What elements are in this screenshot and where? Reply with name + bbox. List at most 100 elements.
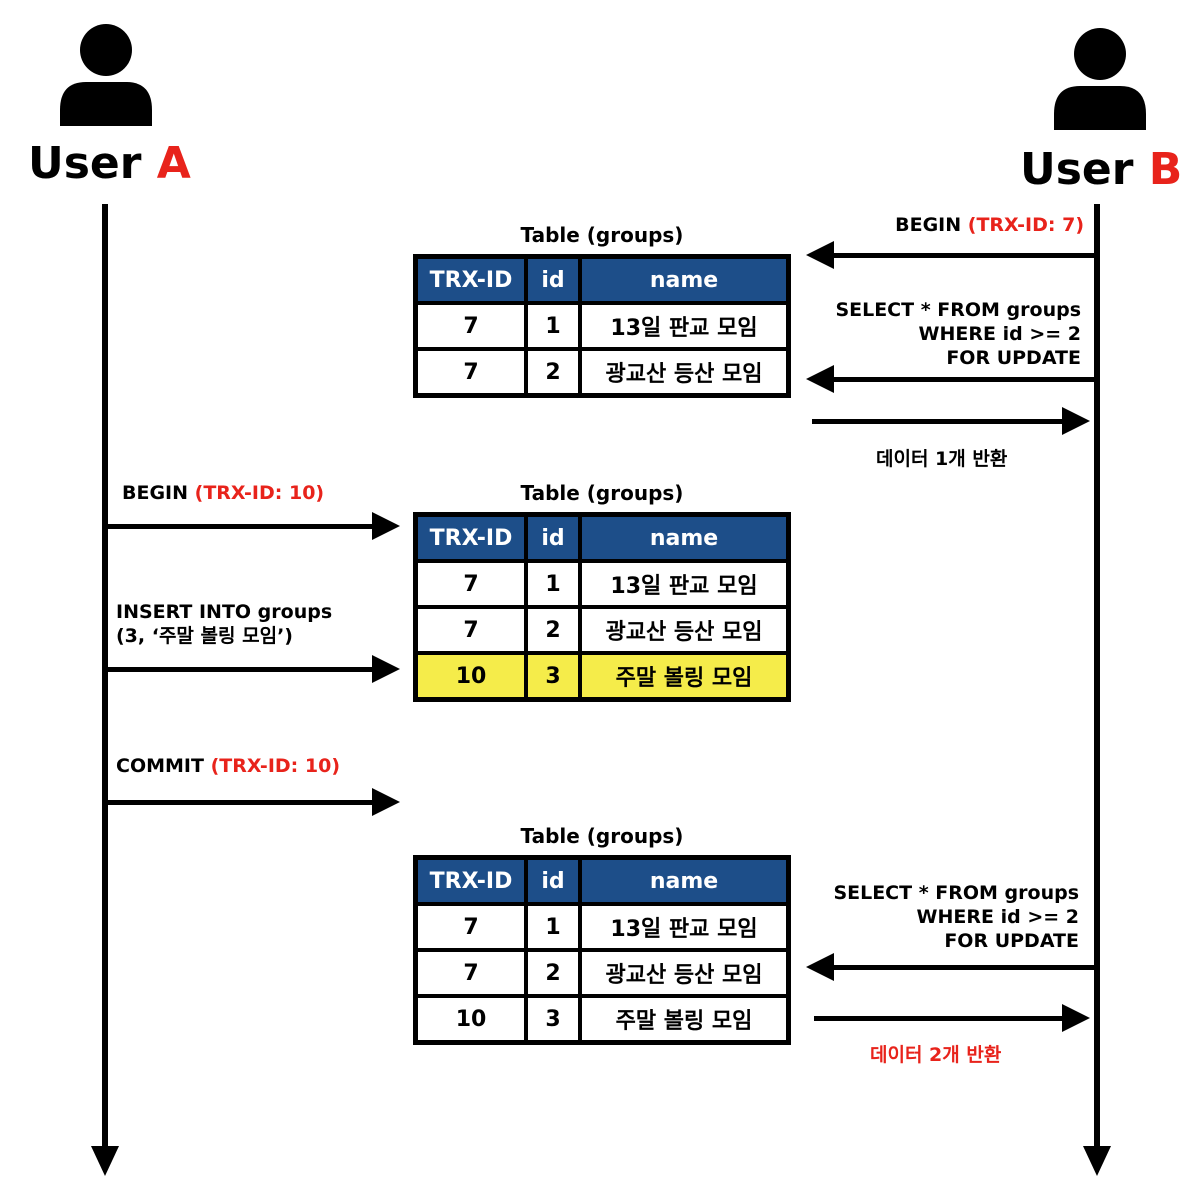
cell-id: 3 [526,996,580,1042]
cell-name: 광교산 등산 모임 [580,349,788,395]
cell-trx: 10 [416,653,526,699]
b-begin-text: BEGIN [895,214,968,236]
header-trx-id: TRX-ID [416,858,526,904]
b-begin-arrow [830,253,1096,258]
header-id: id [526,257,580,303]
b-select-1-line-3: FOR UPDATE [946,347,1081,369]
table-1-caption: Table (groups) [520,223,684,247]
a-insert-arrow [108,667,374,672]
cell-id: 2 [526,349,580,395]
table-3: TRX-ID id name 7 1 13일 판교 모임 7 2 광교산 등산 … [413,855,791,1045]
user-a-lifeline [102,204,108,1150]
b-result-2-arrow [814,1016,1064,1021]
cell-id: 2 [526,607,580,653]
table-row: 7 1 13일 판교 모임 [416,561,788,607]
a-insert-arrowhead [372,655,400,683]
table-row: 7 1 13일 판교 모임 [416,904,788,950]
b-begin-message: BEGIN (TRX-ID: 7) [830,213,1084,237]
b-select-2-line-1: SELECT * FROM groups [833,882,1079,904]
a-insert-message: INSERT INTO groups (3, ‘주말 볼링 모임’) [116,600,332,648]
b-select-2-line-2: WHERE id >= 2 [916,906,1079,928]
a-begin-trx: (TRX-ID: 10) [194,482,325,504]
cell-trx: 7 [416,349,526,395]
cell-id: 1 [526,303,580,349]
cell-trx: 7 [416,950,526,996]
person-icon [1054,28,1146,130]
cell-name: 주말 볼링 모임 [580,653,788,699]
b-select-1-message: SELECT * FROM groups WHERE id >= 2 FOR U… [800,298,1081,370]
table-header-row: TRX-ID id name [416,257,788,303]
b-select-2-arrow [830,965,1096,970]
a-commit-arrow [108,800,374,805]
a-commit-text: COMMIT [116,755,211,777]
header-id: id [526,515,580,561]
b-select-2-message: SELECT * FROM groups WHERE id >= 2 FOR U… [798,881,1079,953]
header-id: id [526,858,580,904]
a-begin-text: BEGIN [122,482,195,504]
table-row: 7 2 광교산 등산 모임 [416,349,788,395]
a-begin-arrowhead [372,512,400,540]
user-a-lifeline-arrowhead [91,1146,119,1176]
a-commit-message: COMMIT (TRX-ID: 10) [116,754,340,778]
b-begin-trx: (TRX-ID: 7) [967,214,1084,236]
header-name: name [580,858,788,904]
user-b-lifeline [1094,204,1100,1150]
cell-trx: 7 [416,303,526,349]
cell-id: 2 [526,950,580,996]
user-b-name: User [1020,144,1134,195]
cell-name: 주말 볼링 모임 [580,996,788,1042]
a-begin-message: BEGIN (TRX-ID: 10) [122,481,324,505]
b-result-1-arrow [812,419,1064,424]
cell-trx: 7 [416,904,526,950]
cell-name: 13일 판교 모임 [580,904,788,950]
table-row: 7 2 광교산 등산 모임 [416,950,788,996]
header-name: name [580,257,788,303]
user-b-lifeline-arrowhead [1083,1146,1111,1176]
cell-name: 광교산 등산 모임 [580,950,788,996]
user-a-label: User A [28,140,191,188]
b-select-2-arrowhead [806,953,834,981]
cell-id: 1 [526,904,580,950]
user-b-label: User B [1020,146,1182,194]
cell-name: 광교산 등산 모임 [580,607,788,653]
table-row: 10 3 주말 볼링 모임 [416,996,788,1042]
table-2-caption: Table (groups) [520,481,684,505]
header-trx-id: TRX-ID [416,515,526,561]
user-a-letter: A [156,138,191,189]
cell-name: 13일 판교 모임 [580,303,788,349]
person-icon [60,24,152,126]
a-insert-line-2: (3, ‘주말 볼링 모임’) [116,625,293,647]
b-select-1-line-1: SELECT * FROM groups [835,299,1081,321]
a-begin-arrow [108,524,374,529]
b-result-1-arrowhead [1062,407,1090,435]
cell-name: 13일 판교 모임 [580,561,788,607]
a-commit-arrowhead [372,788,400,816]
table-row: 7 1 13일 판교 모임 [416,303,788,349]
table-header-row: TRX-ID id name [416,515,788,561]
cell-trx: 7 [416,561,526,607]
b-result-2-arrowhead [1062,1004,1090,1032]
table-3-caption: Table (groups) [520,824,684,848]
b-select-2-line-3: FOR UPDATE [944,930,1079,952]
cell-trx: 10 [416,996,526,1042]
table-row: 7 2 광교산 등산 모임 [416,607,788,653]
cell-id: 1 [526,561,580,607]
table-row-highlighted: 10 3 주말 볼링 모임 [416,653,788,699]
table-header-row: TRX-ID id name [416,858,788,904]
b-begin-arrowhead [806,241,834,269]
a-insert-line-1: INSERT INTO groups [116,601,333,623]
user-b-letter: B [1148,144,1183,195]
b-result-2-message: 데이터 2개 반환 [870,1044,1002,1066]
cell-trx: 7 [416,607,526,653]
header-trx-id: TRX-ID [416,257,526,303]
b-select-1-line-2: WHERE id >= 2 [918,323,1081,345]
table-2: TRX-ID id name 7 1 13일 판교 모임 7 2 광교산 등산 … [413,512,791,702]
b-select-1-arrowhead [806,365,834,393]
a-commit-trx: (TRX-ID: 10) [210,755,340,777]
b-select-1-arrow [830,377,1096,382]
cell-id: 3 [526,653,580,699]
table-1: TRX-ID id name 7 1 13일 판교 모임 7 2 광교산 등산 … [413,254,791,398]
user-a-name: User [28,138,142,189]
b-result-1-message: 데이터 1개 반환 [876,448,1008,470]
header-name: name [580,515,788,561]
